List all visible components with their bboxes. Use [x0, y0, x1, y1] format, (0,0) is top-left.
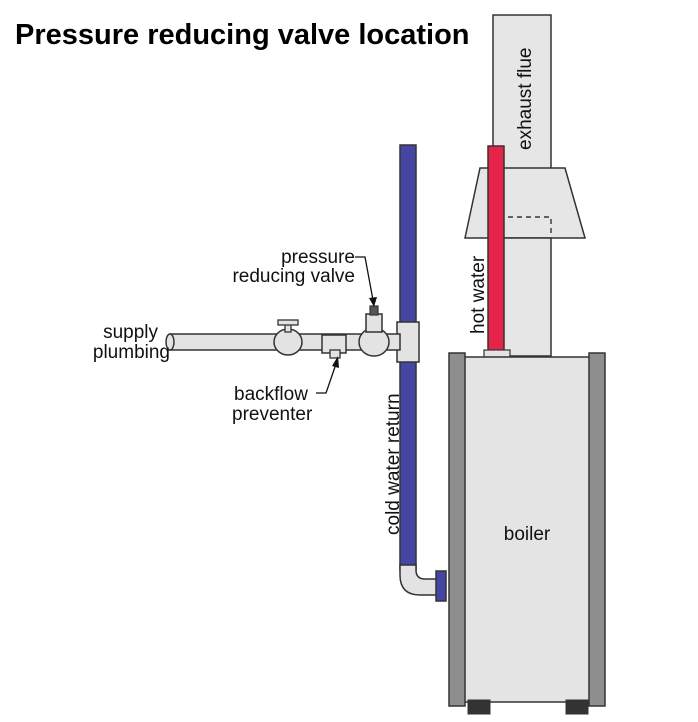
boiler-foot-right [565, 699, 589, 715]
boiler-left-side-panel [448, 352, 466, 707]
backflow-preventer-label-line1: backflow [234, 384, 308, 405]
flue-hood-dashed-line [508, 216, 552, 237]
cold-water-return-label: cold water return [383, 393, 404, 535]
pressure-reducing-valve-bonnet [365, 313, 383, 333]
exhaust-flue-label: exhaust flue [515, 48, 536, 150]
pressure-reducing-valve-label-line1: pressure [281, 247, 355, 268]
cold-water-elbow [399, 564, 441, 596]
supply-plumbing-label-line2: plumbing [93, 342, 170, 363]
pressure-reducing-valve-leader [355, 256, 374, 301]
flue-hood [464, 167, 586, 239]
boiler-inlet-fitting [435, 570, 447, 602]
pressure-reducing-valve-arrowhead [369, 297, 377, 307]
backflow-preventer-leader [316, 363, 337, 394]
boiler-right-side-panel [588, 352, 606, 707]
supply-pipe-end [165, 333, 175, 351]
diagram-title: Pressure reducing valve location [15, 19, 470, 51]
boiler-label: boiler [504, 524, 551, 545]
pressure-reducing-valve-cap [369, 305, 379, 316]
hot-water-label: hot water [468, 255, 489, 334]
gate-valve-handle [277, 319, 299, 326]
backflow-preventer-label-line2: preventer [232, 404, 313, 425]
backflow-preventer-port [329, 349, 341, 359]
supply-plumbing-label-line1: supply [103, 322, 158, 343]
backflow-preventer-arrowhead [332, 356, 339, 368]
boiler-foot-left [467, 699, 491, 715]
gate-valve-body [273, 328, 303, 356]
pressure-reducing-valve-label-line2: reducing valve [232, 266, 355, 287]
cold-water-pipe-upper [399, 144, 417, 326]
hot-water-pipe [487, 145, 505, 357]
